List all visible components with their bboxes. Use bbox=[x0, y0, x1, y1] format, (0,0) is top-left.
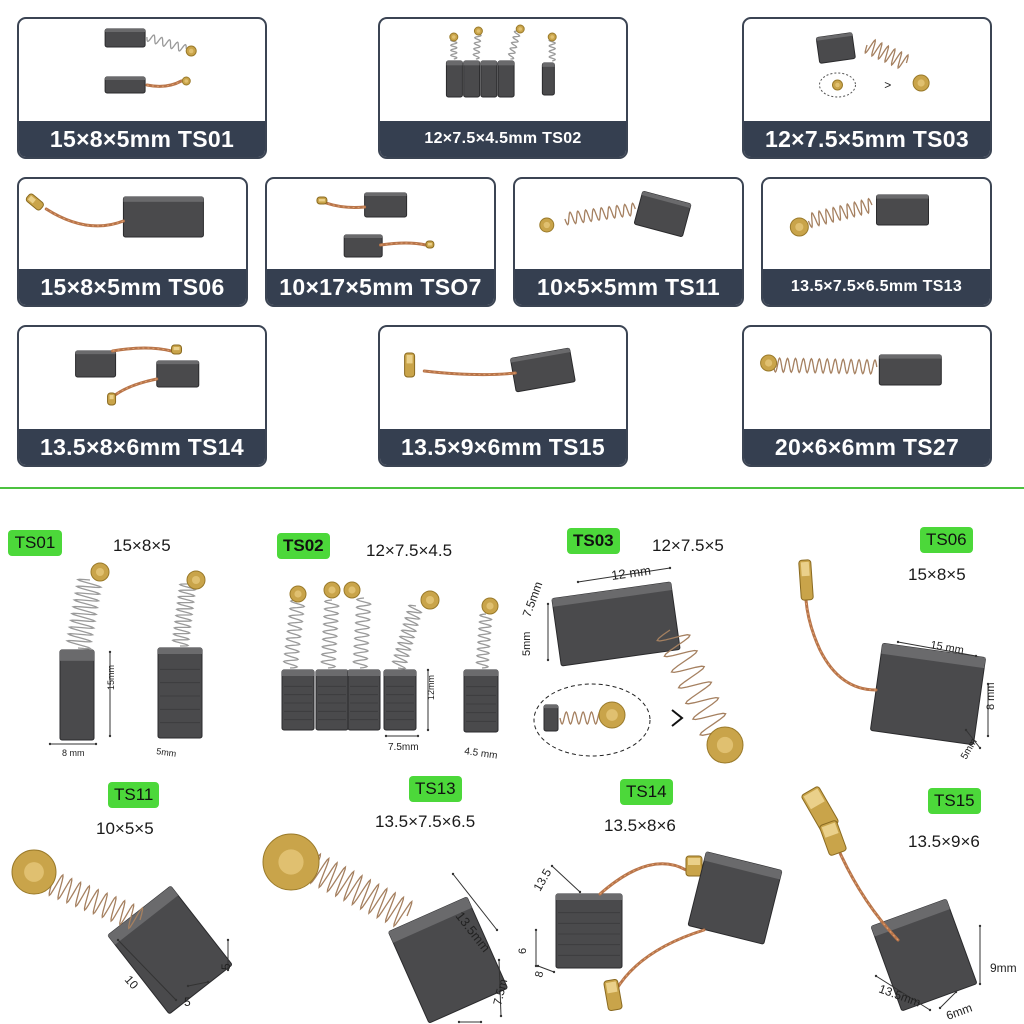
brush-thumbnail: > bbox=[815, 32, 930, 98]
catalog-card-label: 15×8×5mm TS01 bbox=[19, 121, 265, 157]
brush-thumbnail bbox=[104, 28, 197, 94]
brush-thumbnail bbox=[316, 192, 435, 258]
measure-label: 8 mm bbox=[62, 748, 85, 758]
brush-dimensions: 13.5×7.5×6.5 bbox=[375, 812, 476, 831]
measure-label: 7.5mm bbox=[520, 580, 546, 619]
catalog-card[interactable]: 15×8×5mm TS06 bbox=[17, 177, 248, 307]
catalog-card-label: 13.5×8×6mm TS14 bbox=[19, 429, 265, 465]
measure-label: 5 bbox=[184, 995, 191, 1009]
measure-label: 8 bbox=[533, 970, 546, 978]
model-code-tag: TS01 bbox=[8, 530, 62, 556]
model-code-tag: TS11 bbox=[108, 782, 160, 808]
measure-label: 13.5 bbox=[530, 866, 554, 894]
measure-label: 12mm bbox=[426, 675, 436, 700]
measure-label: 6mm bbox=[944, 1001, 974, 1023]
measure-label: 15 mm bbox=[929, 639, 964, 657]
catalog-card-label: 12×7.5×4.5mm TS02 bbox=[380, 121, 626, 157]
measure-label: 5 bbox=[219, 963, 233, 970]
brush-dimensions: 15×8×5 bbox=[113, 536, 171, 555]
measure-label: 5mm bbox=[521, 632, 533, 656]
brush-thumbnail bbox=[760, 354, 942, 386]
model-code-tag: TS02 bbox=[277, 533, 330, 559]
catalog-card-label: 15×8×5mm TS06 bbox=[19, 269, 246, 305]
carbon-brush-photo: 12mm 7.5mm 4.5 mm bbox=[281, 581, 499, 762]
catalog-card[interactable]: 13.5×7.5×6.5mm TS13 bbox=[761, 177, 992, 307]
brush-dimensions: 15×8×5 bbox=[908, 565, 966, 584]
carbon-brush-photo: 13.5 6 8 bbox=[517, 851, 783, 1012]
section-divider bbox=[0, 487, 1024, 489]
brush-dimensions: 12×7.5×5 bbox=[652, 536, 724, 555]
measure-label: 6 bbox=[517, 948, 529, 954]
brush-thumbnail bbox=[539, 191, 692, 237]
measure-label: 4.5 mm bbox=[464, 746, 499, 762]
brush-thumbnail bbox=[789, 194, 929, 237]
brush-thumbnail bbox=[25, 193, 204, 238]
catalog-card-label: 10×17×5mm TSO7 bbox=[267, 269, 494, 305]
brush-dimensions: 10×5×5 bbox=[96, 819, 154, 838]
model-code-tag: TS15 bbox=[928, 788, 981, 814]
catalog-card[interactable]: >12×7.5×5mm TS03 bbox=[742, 17, 992, 159]
catalog-card-label: 10×5×5mm TS11 bbox=[515, 269, 742, 305]
catalog-card[interactable]: 15×8×5mm TS01 bbox=[17, 17, 267, 159]
catalog-card[interactable]: 10×17×5mm TSO7 bbox=[265, 177, 496, 307]
catalog-card[interactable]: 10×5×5mm TS11 bbox=[513, 177, 744, 307]
catalog-card-label: 13.5×7.5×6.5mm TS13 bbox=[763, 269, 990, 305]
model-code-tag: TS13 bbox=[409, 776, 462, 802]
catalog-card[interactable]: 13.5×8×6mm TS14 bbox=[17, 325, 267, 467]
measure-label: 5mm bbox=[156, 746, 177, 759]
brush-dimensions: 13.5×8×6 bbox=[604, 816, 676, 835]
carbon-brush-photo: 12 mm 7.5mm 5mm bbox=[520, 563, 744, 764]
brush-dimensions: 13.5×9×6 bbox=[908, 832, 980, 851]
catalog-card-label: 12×7.5×5mm TS03 bbox=[744, 121, 990, 157]
brush-thumbnail bbox=[404, 347, 576, 393]
catalog-card[interactable]: 12×7.5×4.5mm TS02 bbox=[378, 17, 628, 159]
measure-label: 15mm bbox=[106, 665, 116, 690]
measure-label: 12 mm bbox=[610, 563, 651, 583]
brush-thumbnail bbox=[75, 344, 200, 406]
measure-label: 10 bbox=[122, 973, 142, 993]
catalog-card-label: 20×6×6mm TS27 bbox=[744, 429, 990, 465]
measure-label: 7.5mm bbox=[388, 742, 419, 753]
measure-label: 7.5m bbox=[490, 977, 510, 1006]
brush-dimensions: 12×7.5×4.5 bbox=[366, 541, 453, 560]
catalog-card-label: 13.5×9×6mm TS15 bbox=[380, 429, 626, 465]
measure-label: 9mm bbox=[990, 961, 1017, 975]
svg-text:>: > bbox=[884, 78, 891, 92]
carbon-brush-photo: 10 5 5 bbox=[11, 849, 233, 1014]
measure-label: 8 mm bbox=[985, 683, 997, 711]
model-code-tag: TS06 bbox=[920, 527, 973, 553]
brush-thumbnail bbox=[445, 24, 557, 98]
model-code-tag: TS14 bbox=[620, 779, 673, 805]
catalog-card[interactable]: 13.5×9×6mm TS15 bbox=[378, 325, 628, 467]
catalog-card[interactable]: 20×6×6mm TS27 bbox=[742, 325, 992, 467]
carbon-brush-photo: 15mm 8 mm 5mm bbox=[48, 562, 206, 759]
model-code-tag: TS03 bbox=[567, 528, 620, 554]
